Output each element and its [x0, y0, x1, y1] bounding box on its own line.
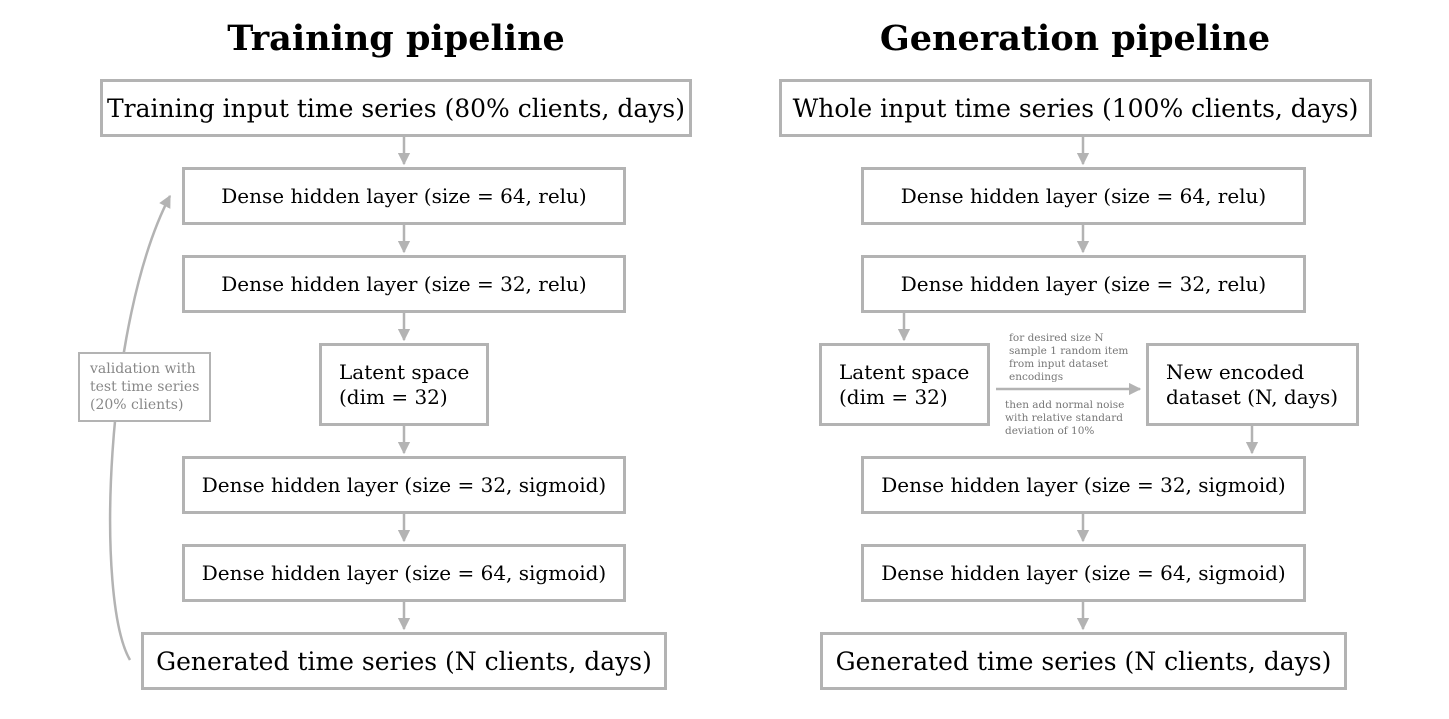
- train-dec1-label: Dense hidden layer (size = 32, sigmoid): [201, 473, 607, 497]
- train-output-box: Generated time series (N clients, days): [141, 632, 667, 690]
- note-top-line1: for desired size N: [1009, 332, 1104, 344]
- train-input-label: Training input time series (80% clients,…: [106, 93, 686, 123]
- validation-annotation: validation with test time series (20% cl…: [78, 352, 212, 422]
- note-bottom-line2: with relative standard: [1005, 412, 1123, 424]
- gen-latent-line2: (dim = 32): [839, 384, 948, 409]
- train-enc1-label: Dense hidden layer (size = 64, relu): [221, 184, 587, 208]
- train-input-box: Training input time series (80% clients,…: [100, 79, 692, 137]
- generation-pipeline-title: Generation pipeline: [879, 18, 1271, 59]
- validation-line3: (20% clients): [90, 397, 184, 413]
- gen-input-box: Whole input time series (100% clients, d…: [779, 79, 1372, 137]
- gen-latent-space-box: Latent space (dim = 32): [819, 343, 990, 426]
- note-top-line2: sample 1 random item: [1009, 345, 1129, 357]
- gen-encoded-line1: New encoded: [1166, 359, 1305, 384]
- train-encoder-layer-2: Dense hidden layer (size = 32, relu): [182, 255, 626, 313]
- train-decoder-layer-2: Dense hidden layer (size = 64, sigmoid): [182, 544, 626, 602]
- gen-output-label: Generated time series (N clients, days): [835, 646, 1332, 676]
- validation-line2: test time series: [90, 379, 200, 395]
- gen-decoder-layer-2: Dense hidden layer (size = 64, sigmoid): [861, 544, 1306, 602]
- train-dec2-label: Dense hidden layer (size = 64, sigmoid): [201, 561, 607, 585]
- gen-input-label: Whole input time series (100% clients, d…: [792, 93, 1359, 123]
- note-top-line4: encodings: [1009, 371, 1064, 383]
- sampling-note: for desired size N sample 1 random item …: [1009, 332, 1128, 384]
- gen-encoded-line2: dataset (N, days): [1166, 384, 1339, 409]
- gen-dec2-label: Dense hidden layer (size = 64, sigmoid): [881, 561, 1286, 585]
- note-bottom-line3: deviation of 10%: [1005, 425, 1095, 437]
- noise-note: then add normal noise with relative stan…: [1005, 399, 1124, 438]
- train-output-label: Generated time series (N clients, days): [156, 646, 652, 676]
- train-decoder-layer-1: Dense hidden layer (size = 32, sigmoid): [182, 456, 626, 514]
- gen-output-box: Generated time series (N clients, days): [820, 632, 1347, 690]
- note-top-line3: from input dataset: [1009, 358, 1108, 370]
- gen-new-encoded-dataset-box: New encoded dataset (N, days): [1146, 343, 1359, 426]
- gen-dec1-label: Dense hidden layer (size = 32, sigmoid): [881, 473, 1286, 497]
- gen-encoder-layer-2: Dense hidden layer (size = 32, relu): [861, 255, 1306, 313]
- gen-enc2-label: Dense hidden layer (size = 32, relu): [900, 272, 1267, 296]
- note-bottom-line1: then add normal noise: [1005, 399, 1125, 411]
- train-latent-line2: (dim = 32): [339, 384, 448, 409]
- gen-decoder-layer-1: Dense hidden layer (size = 32, sigmoid): [861, 456, 1306, 514]
- arrow-validation-loop: [108, 194, 172, 661]
- gen-enc1-label: Dense hidden layer (size = 64, relu): [900, 184, 1267, 208]
- validation-line1: validation with: [90, 361, 196, 377]
- gen-encoder-layer-1: Dense hidden layer (size = 64, relu): [861, 167, 1306, 225]
- gen-latent-line1: Latent space: [839, 359, 970, 384]
- train-encoder-layer-1: Dense hidden layer (size = 64, relu): [182, 167, 626, 225]
- train-latent-space-box: Latent space (dim = 32): [319, 343, 489, 426]
- train-latent-line1: Latent space: [339, 359, 470, 384]
- training-pipeline-title: Training pipeline: [227, 18, 565, 59]
- train-enc2-label: Dense hidden layer (size = 32, relu): [221, 272, 587, 296]
